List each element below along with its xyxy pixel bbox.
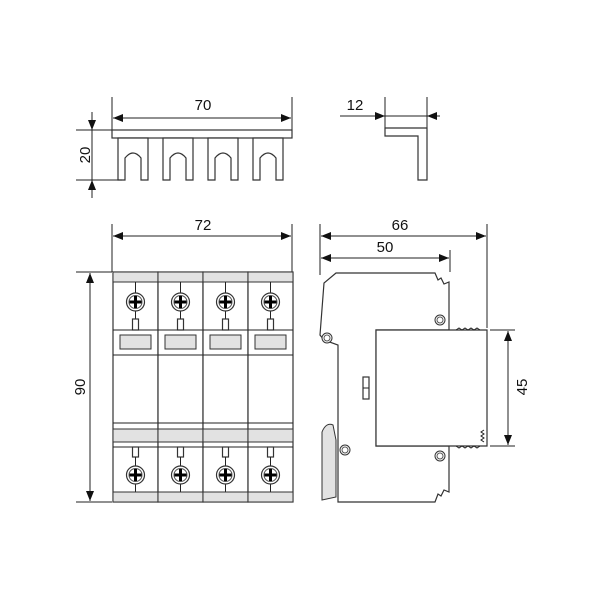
busbar-fork xyxy=(162,137,194,181)
busbar-fork xyxy=(117,137,149,181)
busbar-drawing: 70 20 xyxy=(76,97,293,198)
dimension-90-label: 90 xyxy=(72,379,89,396)
busbar-fork xyxy=(252,137,284,181)
rivet-icon xyxy=(339,444,351,456)
dimension-50-label: 50 xyxy=(377,239,394,256)
pole-module xyxy=(247,271,294,503)
rivet-icon xyxy=(434,314,446,326)
status-window xyxy=(209,334,242,350)
status-window xyxy=(254,334,287,350)
rivet-icon xyxy=(434,450,446,462)
status-window xyxy=(164,334,197,350)
busbar-side-drawing: 12 xyxy=(340,97,440,181)
pole-module xyxy=(202,271,249,503)
dimension-66-label: 66 xyxy=(392,217,409,234)
rivet-icon xyxy=(321,332,333,344)
pole-module xyxy=(157,271,204,503)
dimension-70-label: 70 xyxy=(195,97,212,114)
busbar-fork xyxy=(207,137,239,181)
dimension-72-label: 72 xyxy=(195,217,212,234)
status-window xyxy=(119,334,152,350)
dimension-12-label: 12 xyxy=(347,97,364,114)
pole-module xyxy=(112,271,159,503)
dimension-45-label: 45 xyxy=(514,379,531,396)
side-view-drawing: 66 50 45 xyxy=(319,217,531,503)
dimension-20-label: 20 xyxy=(77,147,94,164)
front-view-drawing: 72 90 xyxy=(72,217,294,503)
